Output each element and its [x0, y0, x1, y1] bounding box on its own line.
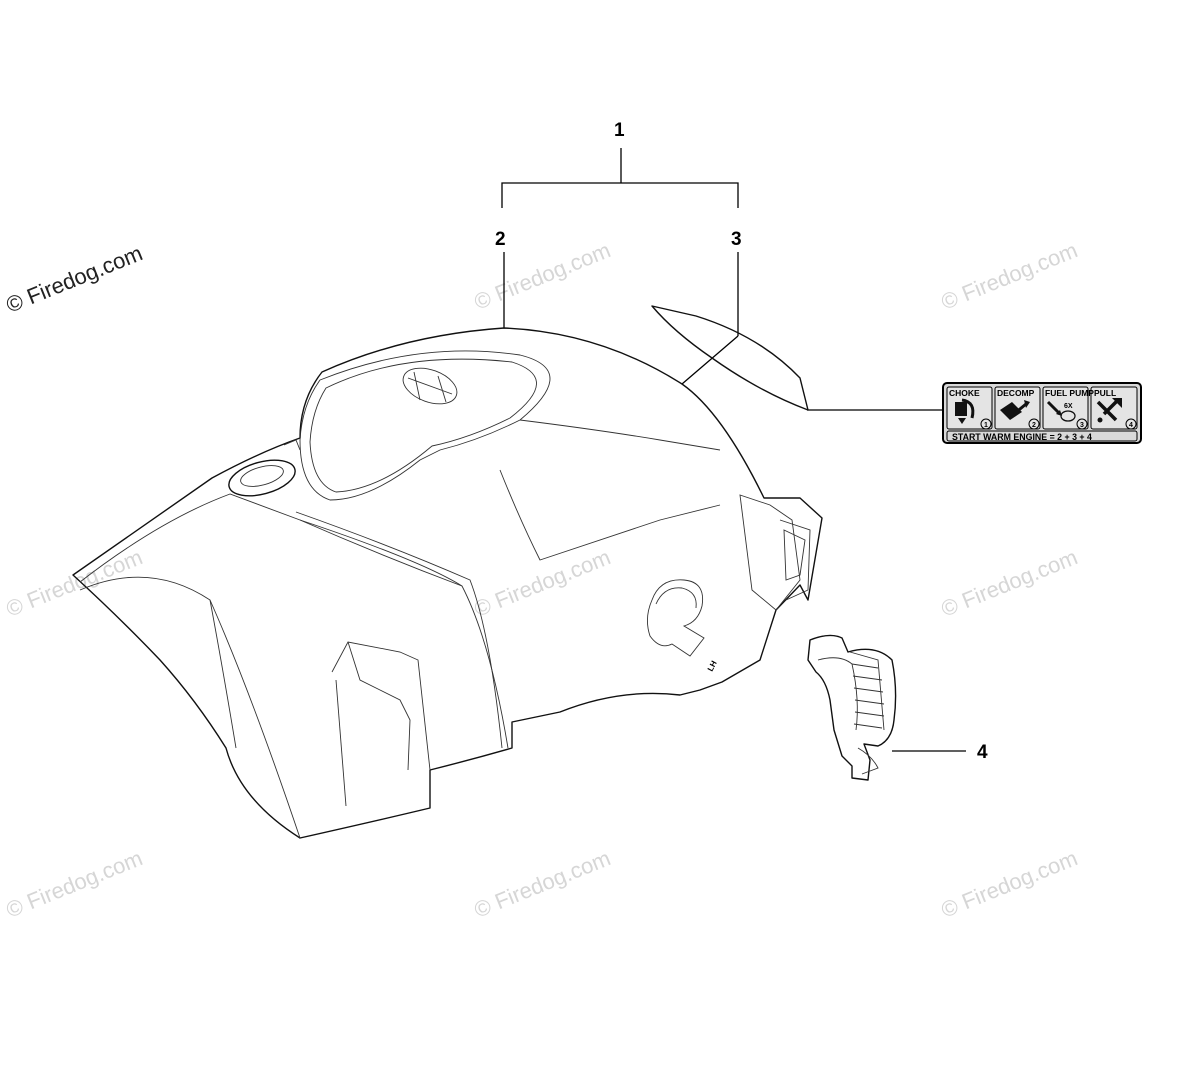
watermark: © Firedog.com — [3, 544, 146, 621]
decal-strip-part — [651, 305, 809, 411]
callout-2: 2 — [495, 229, 506, 250]
callout-1: 1 — [614, 120, 625, 141]
step-number-4: 4 — [1129, 422, 1133, 429]
decal-header-fuel-pump: FUEL PUMP — [1045, 388, 1094, 398]
callout-lines — [501, 148, 966, 752]
watermark: © Firedog.com — [938, 845, 1081, 922]
decal-header-decomp: DECOMP — [997, 388, 1035, 398]
pull-icon — [1096, 398, 1122, 423]
clip-part — [807, 634, 897, 781]
callout-3: 3 — [731, 229, 742, 250]
watermark: © Firedog.com — [938, 237, 1081, 314]
watermark: © Firedog.com — [471, 237, 614, 314]
decal-footer: START WARM ENGINE = 2 + 3 + 4 — [952, 432, 1092, 442]
watermark: © Firedog.com — [471, 544, 614, 621]
choke-icon — [955, 398, 975, 424]
watermark: © Firedog.com — [471, 845, 614, 922]
decomp-icon — [1000, 400, 1030, 420]
watermark-main: © Firedog.com — [3, 240, 146, 317]
watermark: © Firedog.com — [938, 544, 1081, 621]
callout-4: 4 — [977, 742, 988, 763]
step-number-1: 1 — [984, 422, 988, 429]
starting-instructions-decal: CHOKE DECOMP FUEL PUMP PULL 6X — [942, 382, 1142, 444]
decal-header-pull: PULL — [1094, 388, 1116, 398]
side-mark-lh: LH — [706, 659, 719, 673]
step-number-3: 3 — [1080, 422, 1084, 429]
fuel-pump-count: 6X — [1064, 403, 1073, 410]
step-number-2: 2 — [1032, 422, 1036, 429]
fuel-pump-icon — [1046, 400, 1076, 422]
cylinder-cover-part — [72, 327, 823, 839]
decal-header-choke: CHOKE — [949, 388, 980, 398]
watermark: © Firedog.com — [3, 845, 146, 922]
